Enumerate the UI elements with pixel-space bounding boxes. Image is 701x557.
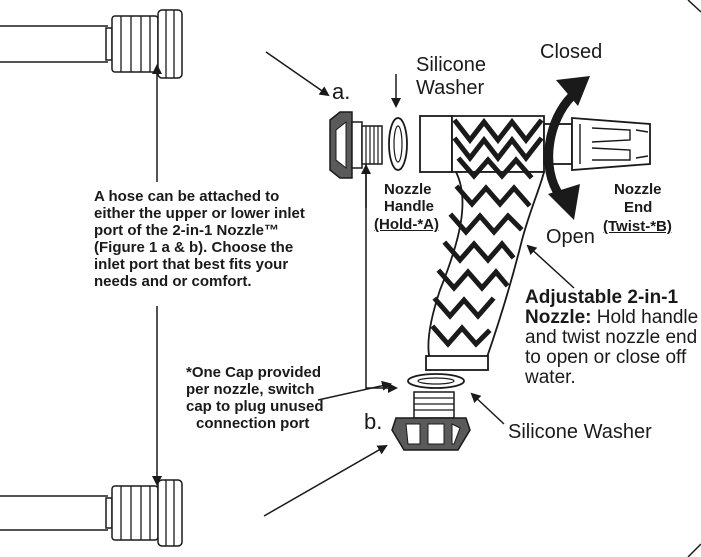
cap-note-line2: per nozzle, switch [186, 381, 315, 398]
arrow-to-bottom-washer [470, 392, 505, 425]
silicone-washer-bottom: Silicone Washer [508, 421, 652, 443]
arrow-to-lower-port [263, 445, 388, 517]
port-switch-connector [365, 162, 398, 393]
port-label-b: b. [364, 409, 383, 434]
adjustable-body-line2: and twist nozzle end [525, 327, 698, 348]
arrow-to-upper-port [265, 51, 330, 97]
arrow-to-handle [526, 244, 575, 289]
adjustable-body-line3: to open or close off [525, 347, 687, 368]
lower-cap [391, 391, 471, 451]
cap-note-line3: cap to plug unused [186, 398, 324, 415]
adjustable-body-line1: Hold handle [591, 307, 699, 328]
twist-rotation-arrow [544, 76, 590, 220]
adjustable-title-line1: Adjustable 2-in-1 [525, 287, 679, 308]
adjustable-line2: Nozzle: Hold handle [525, 308, 698, 328]
arrow-to-cap [317, 380, 392, 401]
lower-hose [0, 479, 183, 547]
hose-note-line5: inlet port that best fits your [94, 256, 289, 273]
nozzle-handle-hold: (Hold-*A) [374, 216, 439, 233]
closed-label: Closed [540, 41, 603, 63]
silicone-washer-top-line2: Washer [416, 77, 485, 99]
hose-note-line2: either the upper or lower inlet [94, 205, 305, 222]
hose-note-line3: port of the 2-in-1 Nozzle™ [94, 222, 279, 239]
nozzle-end-line1: Nozzle [614, 181, 662, 198]
nozzle-body [419, 115, 651, 371]
cap-note-line4: connection port [196, 415, 310, 432]
adjustable-title-line2: Nozzle: [525, 307, 592, 328]
hose-note-line1: A hose can be attached to [94, 188, 280, 205]
silicone-washer-top-line1: Silicone [416, 54, 487, 76]
cap-note-line1: *One Cap provided [186, 364, 322, 381]
hose-note-line4: (Figure 1 a & b). Choose the [94, 239, 294, 256]
nozzle-end-line2: End [624, 199, 653, 216]
nozzle-handle-line1: Nozzle [384, 181, 432, 198]
upper-hose [0, 9, 183, 79]
upper-cap [329, 111, 383, 179]
nozzle-handle-line2: Handle [384, 198, 435, 215]
open-label: Open [546, 226, 595, 248]
nozzle-end-twist: (Twist-*B) [603, 218, 672, 235]
port-label-a: a. [332, 79, 351, 104]
hose-note-line6: needs and or comfort. [94, 273, 252, 290]
adjustable-body-line4: water. [525, 367, 576, 388]
